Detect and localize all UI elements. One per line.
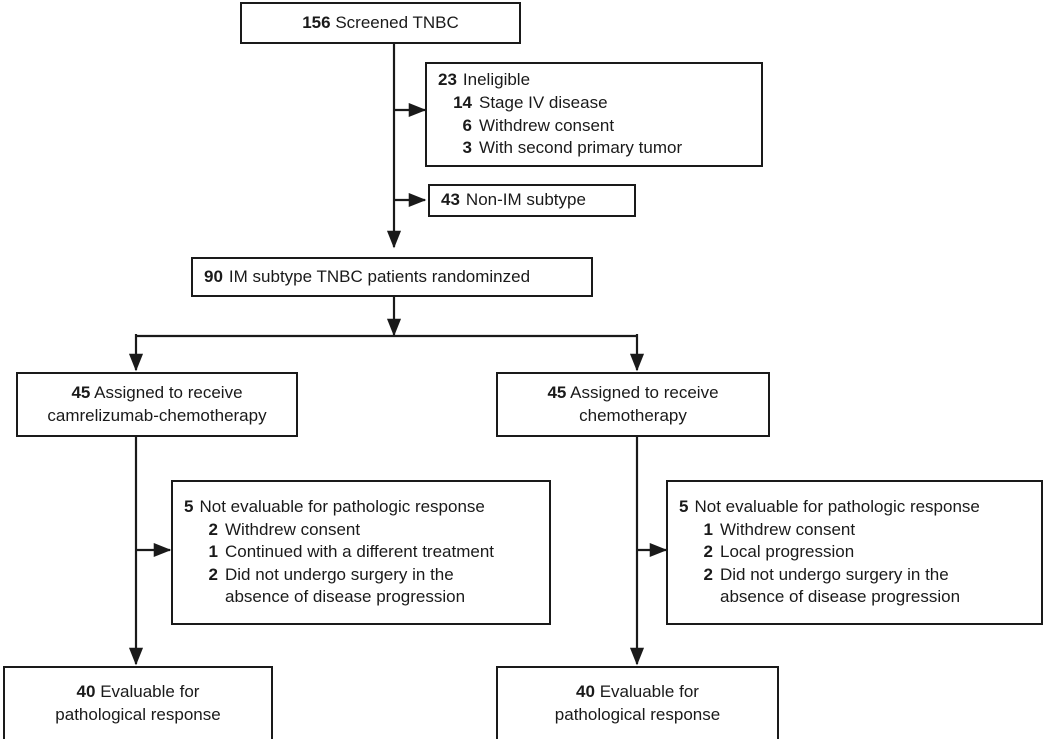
not-evaluable-reason: 1 Withdrew consent xyxy=(668,519,1041,542)
reason-label: Did not undergo surgery in the xyxy=(225,564,454,584)
assigned-line-1: 45 Assigned to receive xyxy=(71,382,242,405)
box-randomized: 90 IM subtype TNBC patients randominzed xyxy=(191,257,593,297)
evaluable-line-2: pathological response xyxy=(55,705,221,724)
reason-label: Stage IV disease xyxy=(479,92,608,112)
assigned-label: Assigned to receive xyxy=(570,382,719,402)
not-evaluable-reason: 2 Withdrew consent xyxy=(173,519,549,542)
not-evaluable-reason: 2 Did not undergo surgery in the xyxy=(668,564,1041,587)
ineligible-reason: 6 Withdrew consent xyxy=(427,115,761,138)
non-im-head: 43 Non-IM subtype xyxy=(430,189,634,212)
non-im-count: 43 xyxy=(441,190,460,210)
not-evaluable-label: Not evaluable for pathologic response xyxy=(199,496,485,516)
box-non-im-subtype: 43 Non-IM subtype xyxy=(428,184,636,217)
evaluable-count: 40 xyxy=(76,682,96,702)
reason-count: 2 xyxy=(703,542,713,562)
randomized-count: 90 xyxy=(204,266,223,286)
box-right-evaluable: 40 Evaluable for pathological response xyxy=(496,666,779,739)
assigned-line-2: camrelizumab-chemotherapy xyxy=(47,405,267,425)
reason-label: Local progression xyxy=(720,542,855,562)
evaluable-label: Evaluable for xyxy=(100,682,200,702)
evaluable-count: 40 xyxy=(576,682,595,702)
evaluable-label: Evaluable for xyxy=(599,682,699,702)
box-ineligible: 23 Ineligible 14 Stage IV disease 6 With… xyxy=(425,62,763,167)
ineligible-reason: 3 With second primary tumor xyxy=(427,137,761,160)
non-im-label: Non-IM subtype xyxy=(465,190,586,210)
randomized-head: 90 IM subtype TNBC patients randominzed xyxy=(193,266,591,289)
reason-count: 2 xyxy=(208,519,218,539)
reason-count: 1 xyxy=(208,542,218,562)
reason-label: Withdrew consent xyxy=(225,519,361,539)
not-evaluable-head: 5 Not evaluable for pathologic response xyxy=(668,496,1041,519)
reason-label: Did not undergo surgery in the xyxy=(720,564,949,584)
ineligible-reason: 14 Stage IV disease xyxy=(427,92,761,115)
evaluable-line-1: 40 Evaluable for xyxy=(576,681,699,704)
reason-continuation: absence of disease progression xyxy=(225,587,466,607)
reason-label: Withdrew consent xyxy=(479,115,615,135)
not-evaluable-reason: 2 Did not undergo surgery in the xyxy=(173,564,549,587)
not-evaluable-label: Not evaluable for pathologic response xyxy=(694,496,980,516)
not-evaluable-reason: 2 Local progression xyxy=(668,541,1041,564)
reason-count: 6 xyxy=(462,115,472,135)
reason-label: With second primary tumor xyxy=(479,138,683,158)
ineligible-label: Ineligible xyxy=(462,70,531,90)
reason-count: 2 xyxy=(208,564,218,584)
reason-label: Continued with a different treatment xyxy=(225,542,495,562)
reason-continuation: absence of disease progression xyxy=(720,587,961,607)
reason-label: Withdrew consent xyxy=(720,519,856,539)
evaluable-line-1: 40 Evaluable for xyxy=(77,681,200,704)
assigned-count: 45 xyxy=(547,382,567,402)
ineligible-count: 23 xyxy=(438,70,457,90)
box-assigned-camrelizumab-chemotherapy: 45 Assigned to receive camrelizumab-chem… xyxy=(16,372,298,437)
reason-count: 3 xyxy=(462,138,472,158)
box-left-not-evaluable: 5 Not evaluable for pathologic response … xyxy=(171,480,551,625)
assigned-line-1: 45 Assigned to receive xyxy=(547,382,718,405)
reason-count: 1 xyxy=(703,519,713,539)
box-screened: 156 Screened TNBC xyxy=(240,2,521,44)
evaluable-line-2: pathological response xyxy=(554,705,721,724)
reason-count: 14 xyxy=(453,92,472,112)
box-assigned-chemotherapy: 45 Assigned to receive chemotherapy xyxy=(496,372,770,437)
screened-count: 156 xyxy=(302,12,331,32)
not-evaluable-count: 5 xyxy=(184,496,194,516)
box-right-not-evaluable: 5 Not evaluable for pathologic response … xyxy=(666,480,1043,625)
randomized-label: IM subtype TNBC patients randominzed xyxy=(228,266,531,286)
assigned-count: 45 xyxy=(71,382,91,402)
not-evaluable-head: 5 Not evaluable for pathologic response xyxy=(173,496,549,519)
screened-label: Screened TNBC xyxy=(335,12,459,32)
screened-text: 156 Screened TNBC xyxy=(302,12,459,35)
assigned-line-2: chemotherapy xyxy=(579,405,687,425)
assigned-label: Assigned to receive xyxy=(94,382,243,402)
reason-count: 2 xyxy=(703,564,713,584)
not-evaluable-reason: 1 Continued with a different treatment xyxy=(173,541,549,564)
not-evaluable-count: 5 xyxy=(679,496,689,516)
box-left-evaluable: 40 Evaluable for pathological response xyxy=(3,666,273,739)
ineligible-head: 23 Ineligible xyxy=(427,69,761,92)
